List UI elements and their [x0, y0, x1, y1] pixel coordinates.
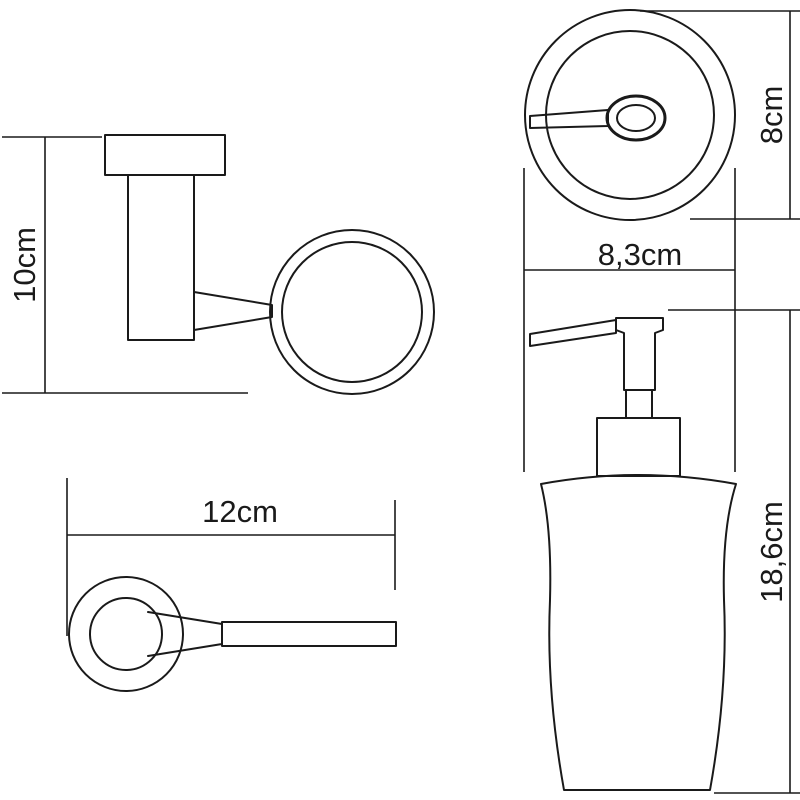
dispenser-side-view — [529, 317, 737, 791]
dimension-holder-height: 10cm — [2, 136, 248, 394]
holder-top-view — [68, 576, 397, 692]
label-dispenser-width: 8,3cm — [598, 237, 682, 272]
label-holder-height: 10cm — [7, 227, 42, 303]
dimension-dispenser-width: 8,3cm — [523, 168, 736, 472]
dimension-dispenser-height: 18,6cm — [668, 309, 800, 794]
label-holder-width: 12cm — [202, 494, 278, 529]
dispenser-top-view — [524, 9, 736, 221]
dimension-dispenser-base-height: 8cm — [640, 10, 800, 220]
holder-side-view — [104, 134, 435, 395]
label-dispenser-height: 18,6cm — [754, 501, 789, 603]
label-dispenser-base-height: 8cm — [754, 86, 789, 145]
dimension-holder-width: 12cm — [66, 478, 396, 636]
